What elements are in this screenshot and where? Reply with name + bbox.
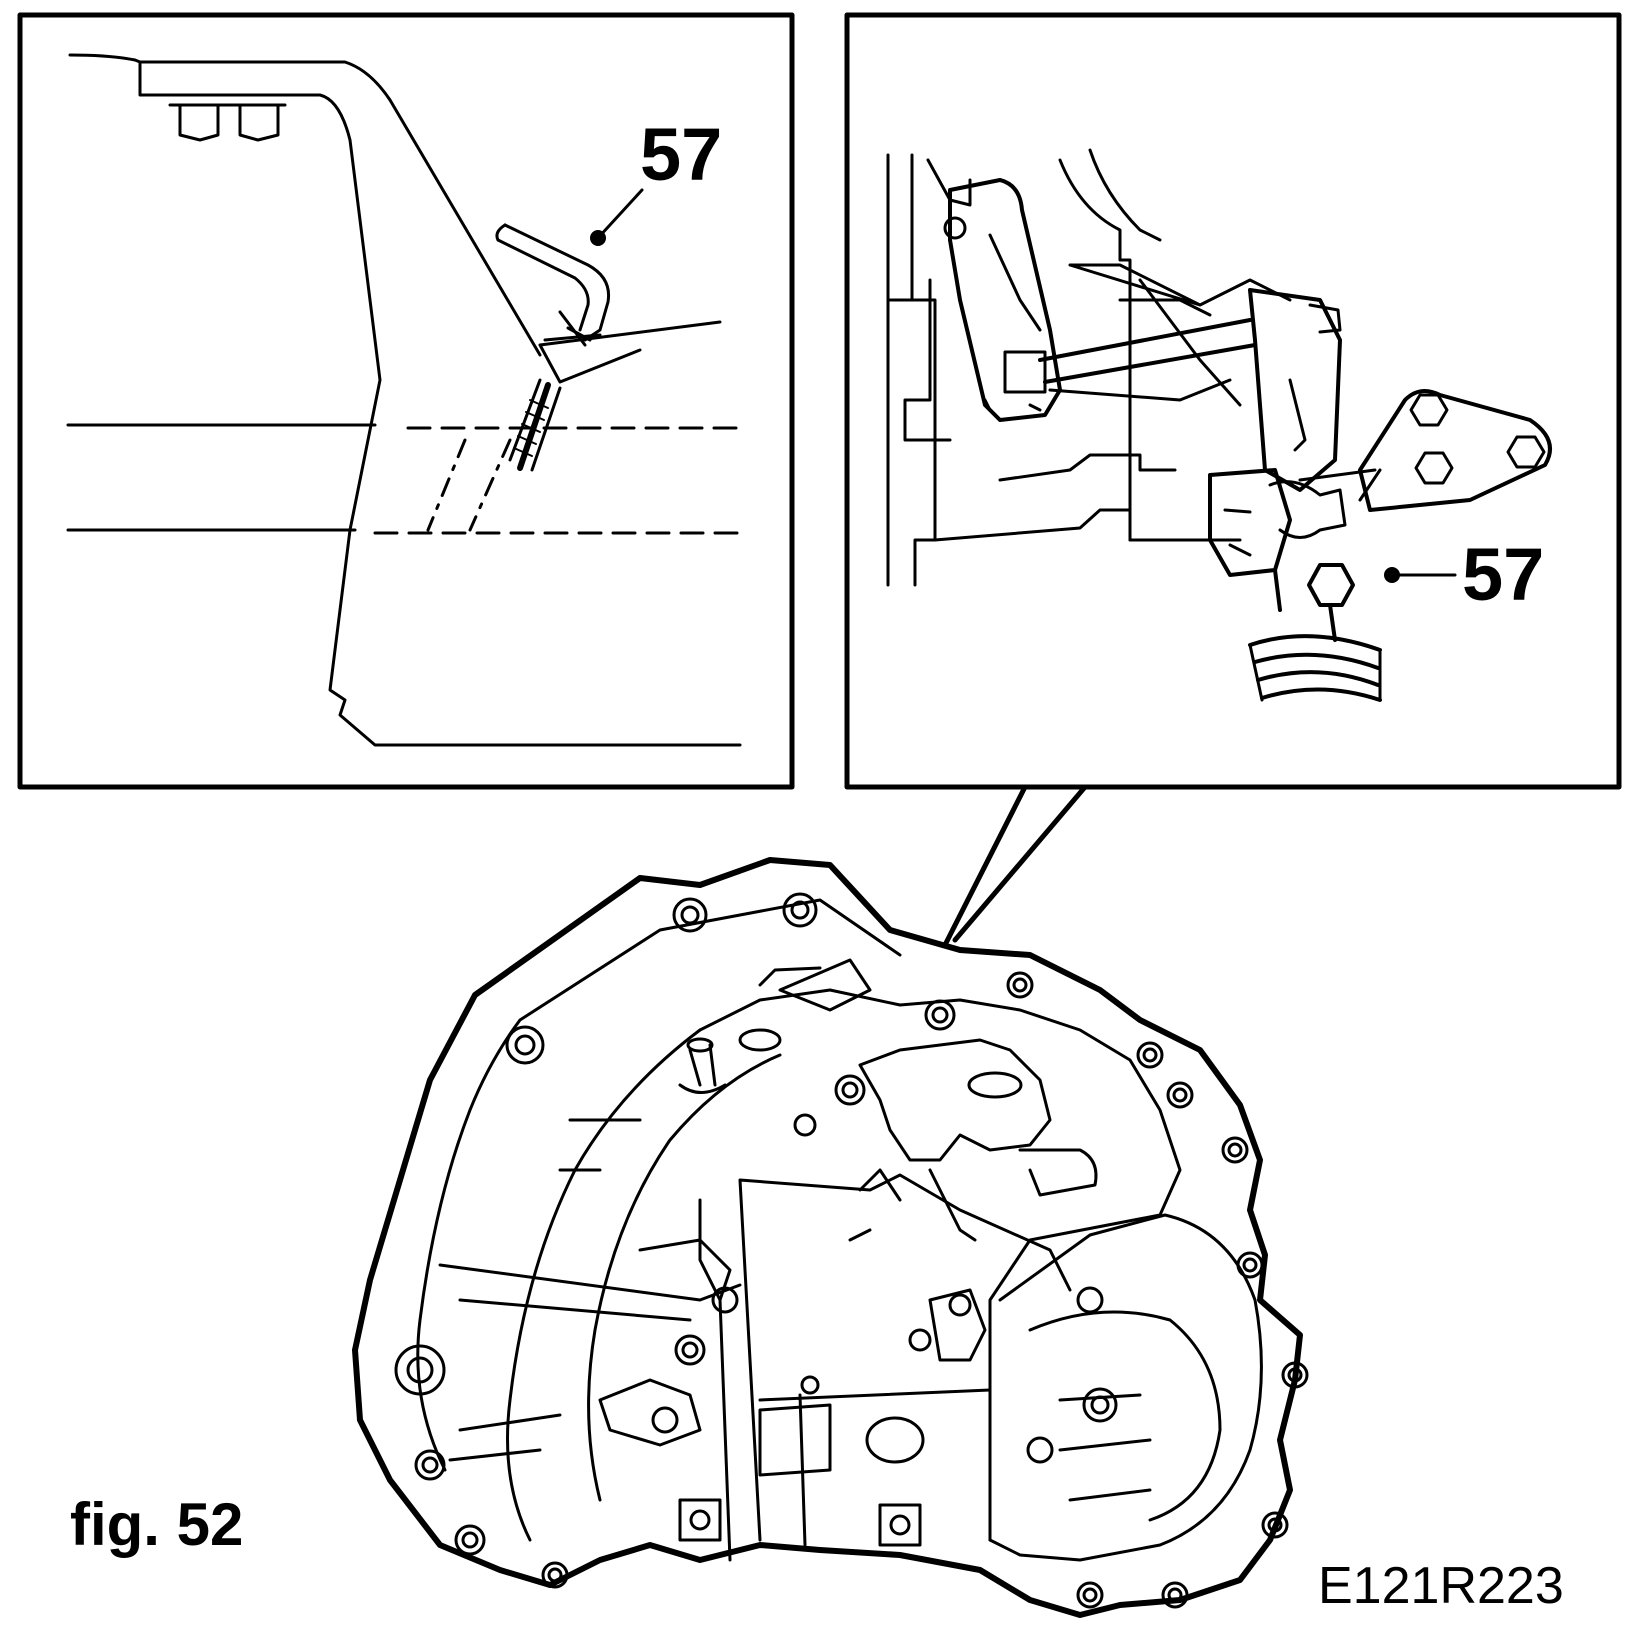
hidden-line-2: [468, 438, 512, 532]
housing-top-edge: [138, 60, 542, 357]
shift-lever-right: [1248, 288, 1342, 492]
leader-line-left: [596, 188, 644, 240]
mounting-bracket: [1298, 389, 1552, 512]
bell-housing-inner: [416, 898, 902, 1472]
shift-lever-left: [943, 178, 1062, 422]
hex-key: [495, 223, 611, 472]
bracket-nut-2: [1414, 451, 1454, 485]
bracket-nut-3: [1506, 435, 1546, 469]
right-inset: [844, 12, 1622, 790]
housing-rib-1: [178, 103, 220, 142]
right-inset-frame: [844, 12, 1622, 790]
housing-rib-2: [238, 103, 280, 142]
callout-pointer: [942, 784, 1088, 948]
callout-label-right: 57: [1462, 533, 1545, 616]
breather-stud: [678, 1043, 727, 1094]
selector-housing: [858, 1038, 1052, 1162]
figure-caption: fig. 52: [70, 1491, 244, 1558]
plate: [538, 320, 722, 384]
hidden-line-1: [426, 438, 467, 532]
rear-cover: [988, 1213, 1263, 1562]
reference-code: E121R223: [1318, 1557, 1564, 1615]
main-case: [698, 988, 1182, 1542]
ball-joint: [1208, 468, 1347, 577]
bell-housing-flange: [352, 857, 1303, 1618]
left-inset-frame: [17, 12, 795, 790]
drive-shaft-bellows: [1248, 568, 1382, 702]
bracket-nut-1: [1409, 393, 1449, 427]
left-inset: [17, 12, 795, 790]
casing-left: [886, 153, 952, 587]
callout-label-left: 57: [640, 113, 723, 196]
linkage-rod: [1038, 263, 1292, 407]
gearbox-assembly: [352, 857, 1309, 1618]
bolt-57: [1307, 563, 1355, 607]
flange-bolts: [394, 892, 1309, 1609]
housing-outline: [68, 53, 742, 747]
